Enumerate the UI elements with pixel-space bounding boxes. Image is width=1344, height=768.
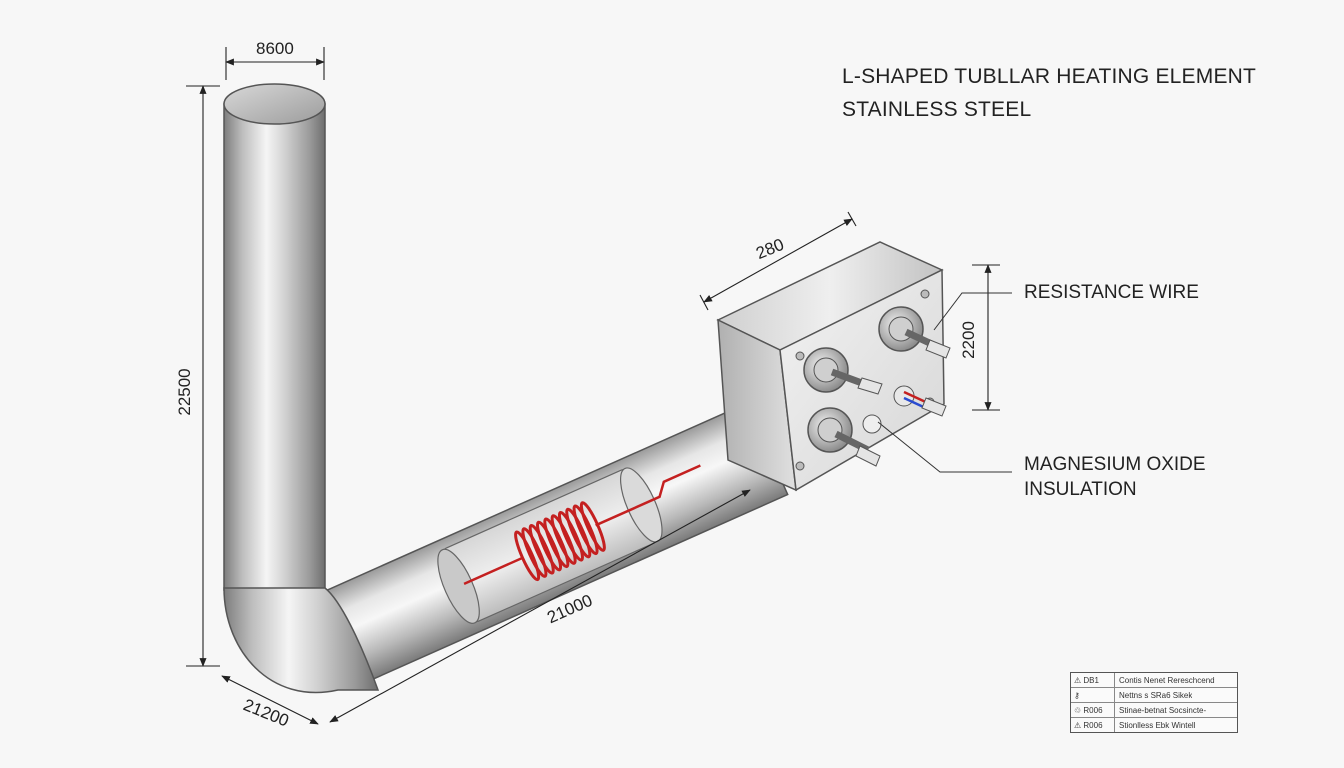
- tube-end-cap: [223, 83, 326, 125]
- title-block-text: Stinae-betnat Socsincte-: [1119, 705, 1207, 715]
- dim-terminal-box-height: 2200: [959, 321, 978, 359]
- terminal-stud-1: [803, 347, 883, 395]
- dimension-lines: [186, 47, 1000, 725]
- terminal-stud-2: [878, 306, 951, 359]
- callout-magnesium-line-1: MAGNESIUM OXIDE: [1024, 454, 1206, 475]
- title-block: ⚠ DB1 Contis Nenet Rereschcend ⚷ Nettns …: [1070, 672, 1238, 733]
- terminal-stud-3: [807, 407, 881, 467]
- callout-magnesium-oxide: MAGNESIUM OXIDE INSULATION: [1024, 452, 1206, 502]
- dim-bend-offset: 21200: [241, 695, 292, 730]
- dim-vertical-length: 22500: [175, 368, 194, 415]
- title-block-code: ♲ R006: [1071, 703, 1115, 717]
- title-block-text: Nettns s SRa6 Sikek: [1119, 690, 1193, 700]
- title-block-row: ♲ R006 Stinae-betnat Socsincte-: [1071, 703, 1237, 718]
- callout-leaders: [877, 292, 1012, 473]
- title-block-row: ⚠ DB1 Contis Nenet Rereschcend: [1071, 673, 1237, 688]
- title-block-code: ⚷: [1071, 688, 1115, 702]
- title-block-row: ⚠ R006 Stionlless Ebk Wintell: [1071, 718, 1237, 732]
- wire-lead: [893, 385, 947, 417]
- title-line-2: STAINLESS STEEL: [842, 98, 1032, 121]
- callout-magnesium-line-2: INSULATION: [1024, 479, 1137, 500]
- title-line-1: L-SHAPED TUBLLAR HEATING ELEMENT: [842, 65, 1257, 88]
- title-block-code: ⚠ DB1: [1071, 673, 1115, 687]
- title-block-code: ⚠ R006: [1071, 718, 1115, 732]
- terminal-box: [716, 241, 951, 492]
- dim-top-diameter: 8600: [256, 39, 294, 58]
- ground-lug: [862, 414, 882, 434]
- title-block-row: ⚷ Nettns s SRa6 Sikek: [1071, 688, 1237, 703]
- horizontal-tube: [316, 402, 789, 687]
- callout-resistance-wire: RESISTANCE WIRE: [1024, 282, 1199, 303]
- title-block-text: Stionlless Ebk Wintell: [1119, 720, 1196, 730]
- drawing-title: L-SHAPED TUBLLAR HEATING ELEMENT STAINLE…: [842, 60, 1256, 126]
- vertical-tube: [223, 83, 326, 591]
- title-block-text: Contis Nenet Rereschcend: [1119, 675, 1215, 685]
